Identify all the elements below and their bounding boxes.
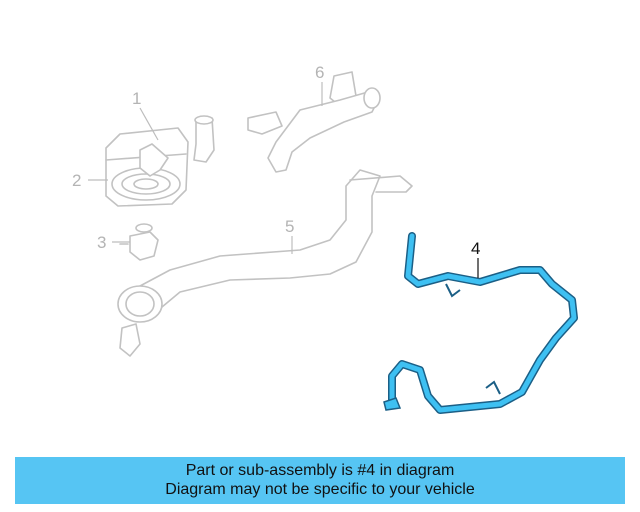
parts-diagram: 1 2 3 4 5 6 [72, 63, 578, 414]
part-lower-hose[interactable] [117, 169, 413, 357]
callout-2: 2 [72, 171, 81, 190]
part-4-tube-assembly[interactable] [383, 232, 578, 414]
callout-3: 3 [97, 233, 106, 252]
callout-5: 5 [285, 217, 294, 236]
callout-4: 4 [471, 239, 480, 258]
info-banner: Part or sub-assembly is #4 in diagram Di… [15, 457, 625, 504]
callout-6: 6 [315, 63, 324, 82]
banner-line-part: Part or sub-assembly is #4 in diagram [185, 462, 455, 479]
part-oil-cooler[interactable] [105, 115, 215, 207]
part-fitting[interactable] [119, 223, 159, 261]
callout-1: 1 [132, 89, 141, 108]
leader-1 [139, 107, 159, 141]
banner-line-disclaimer: Diagram may not be specific to your vehi… [165, 481, 475, 498]
part-upper-hose[interactable] [247, 71, 381, 173]
